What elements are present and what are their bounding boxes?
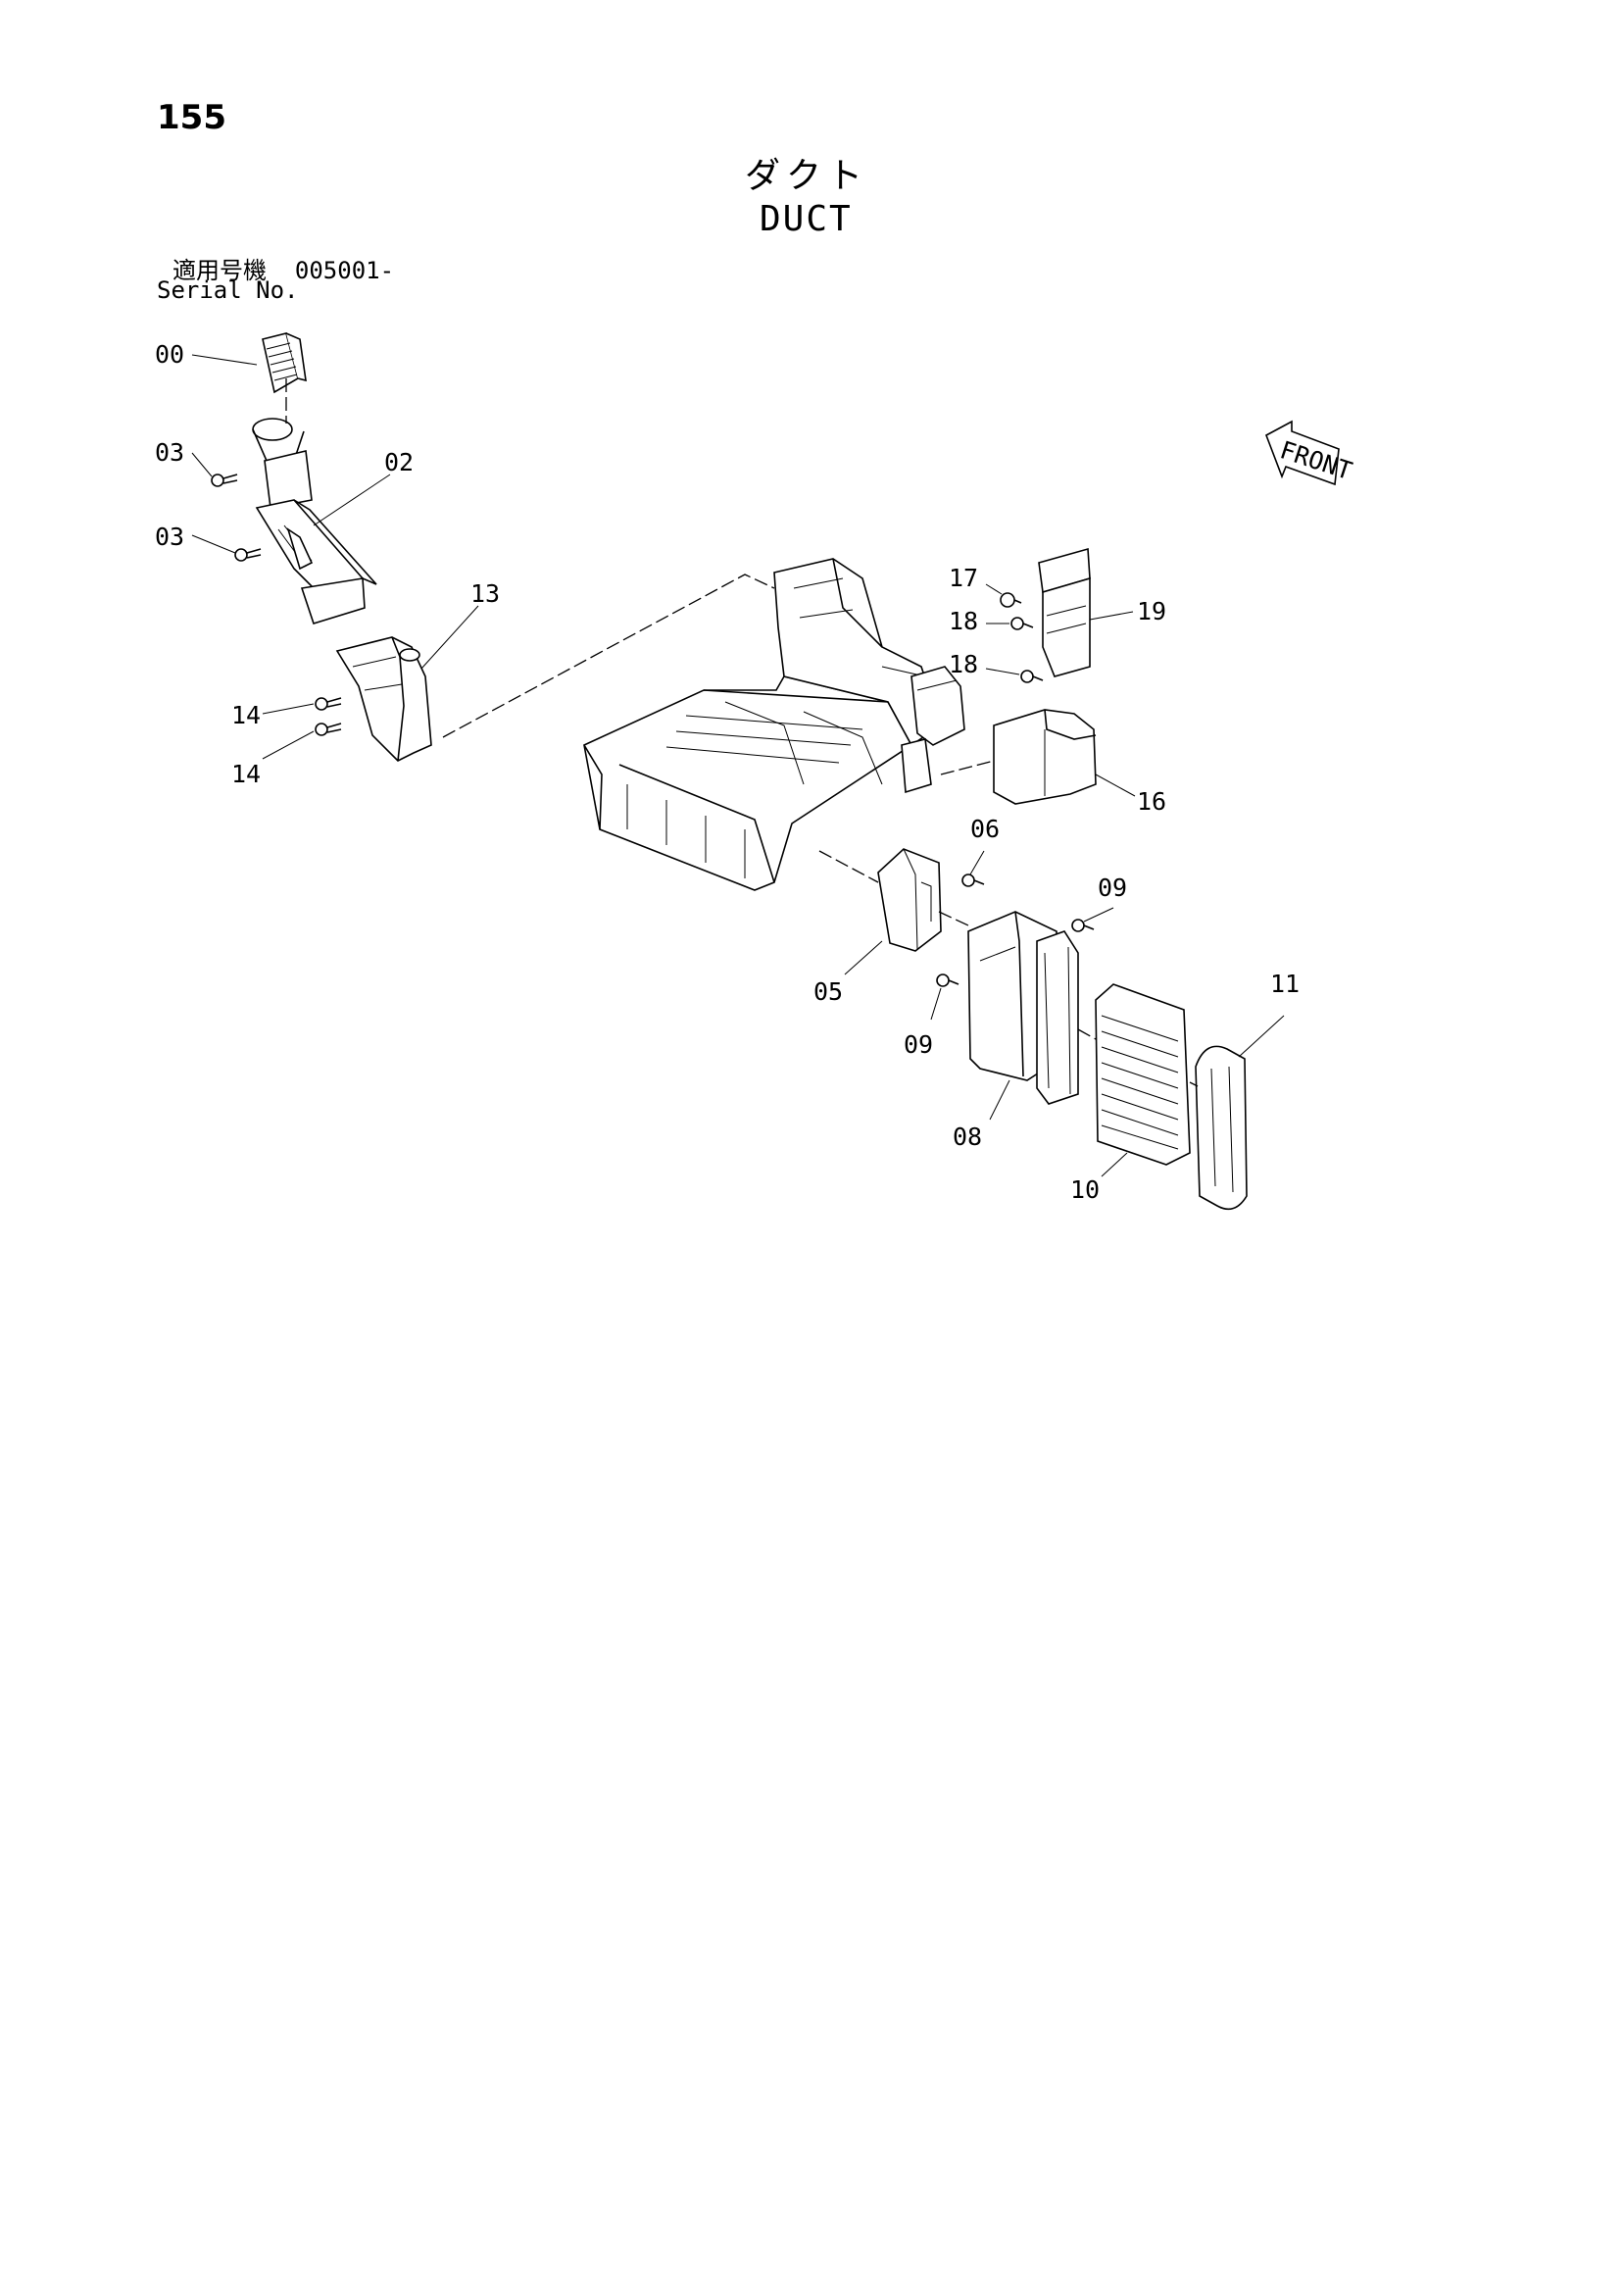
callout-label: 10 [1070,1175,1100,1204]
callout-label: 18 [949,650,978,678]
serial-applicability: 適用号機 005001- [172,251,394,285]
callout-label: 02 [384,448,414,476]
callout-label: 16 [1137,787,1166,816]
serial-label: Serial No. [157,276,299,304]
hvac-main-unit [583,558,965,891]
part-08-filter-case [967,911,1079,1105]
callout-label: 08 [953,1123,982,1151]
part-16-duct [993,709,1097,805]
callout-label: 14 [231,701,261,729]
callout-label: 17 [949,564,978,592]
callout-numbers: 00 03 02 03 13 14 14 17 18 19 18 16 06 0… [155,340,1300,1204]
callout-label: 03 [155,523,184,551]
callout-label: 09 [1098,873,1127,902]
callout-label: 03 [155,438,184,467]
page-number: 155 [157,98,226,137]
callout-label: 13 [470,579,500,608]
serial-label-jp: 適用号機 [172,257,267,284]
screws-left [211,474,342,736]
part-13-lower-duct [335,636,432,762]
alignment-lines [285,378,1199,1087]
part-10-filter [1095,983,1191,1166]
serial-range: 005001- [294,257,395,284]
callout-label: 00 [155,340,184,369]
callout-label: 14 [231,760,261,788]
screws-17-18 [1000,592,1044,683]
callout-label: 09 [904,1030,933,1059]
part-00-louver [262,332,307,394]
front-direction-arrow: FRONT [1265,420,1355,485]
part-02-upper-duct [252,418,377,624]
callout-leaders [191,354,1285,1177]
callout-label: 18 [949,607,978,635]
part-11-cover [1195,1045,1248,1211]
callout-label: 06 [970,815,1000,843]
callout-label: 19 [1137,597,1166,625]
callout-label: 05 [813,977,843,1006]
screws-06-09 [936,873,1095,987]
part-19-duct [1038,547,1091,677]
callout-label: 11 [1270,970,1300,998]
part-05-cover [877,848,942,952]
page-title: DUCT [760,199,853,239]
page-title-jp: ダクト [745,156,869,196]
